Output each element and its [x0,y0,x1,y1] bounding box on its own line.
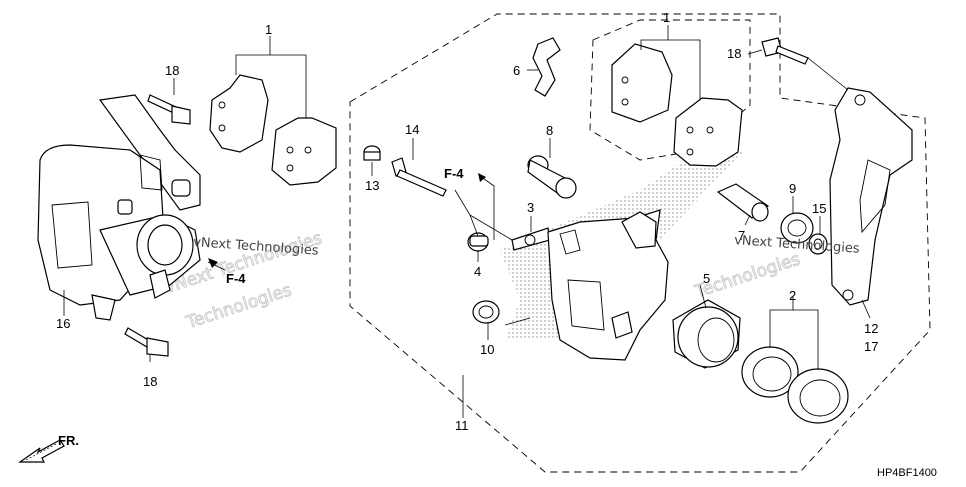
label-10: 10 [480,342,494,357]
label-2: 2 [789,288,796,303]
label-15: 15 [812,201,826,216]
bolt-18-lower [124,327,169,357]
label-8: 8 [546,123,553,138]
bracket-12-17 [829,87,913,306]
bolt-18-upper [147,94,191,125]
label-14: 14 [405,122,419,137]
boot-9 [780,212,814,244]
label-3: 3 [527,200,534,215]
label-7: 7 [738,228,745,243]
caliper-body-center [547,209,669,361]
label-18-lower-left: 18 [143,374,157,389]
bleeder-screw-14 [391,157,447,197]
piston-seals-2 [741,346,849,424]
label-5: 5 [703,271,710,286]
label-17: 17 [864,339,878,354]
pin-boot-8 [527,155,577,199]
f4-reference-arrow-left [208,258,218,268]
assembly-outline-11 [349,13,931,473]
label-12: 12 [864,321,878,336]
leader-lines [63,25,871,418]
label-18-upper-left: 18 [165,63,179,78]
label-4: 4 [474,264,481,279]
brake-pads-1-center [611,43,743,167]
washer-15 [808,233,828,255]
label-16: 16 [56,316,70,331]
pin-7 [716,183,770,222]
f4-reference-arrow-center [478,173,495,240]
label-1-left: 1 [265,22,272,37]
brake-pads-1-left [209,74,337,186]
label-6: 6 [513,63,520,78]
bolt-18-right [761,37,809,65]
label-1-center: 1 [663,10,670,25]
label-9: 9 [789,181,796,196]
label-f4-center: F-4 [444,166,464,181]
label-11: 11 [455,418,469,433]
pad-spring-6 [532,37,561,97]
caliper-assembly-16 [37,94,201,321]
diagram-code: HP4BF1400 [877,467,937,479]
watermark-text-left-2: Technologies [183,280,294,333]
front-direction-indicator: FR. [18,433,79,463]
seal-10 [472,300,500,324]
label-f4-left: F-4 [226,271,246,286]
callout-labels: 1 1 2 3 4 5 6 7 8 9 10 11 12 13 14 15 16… [56,10,878,433]
label-18-right: 18 [727,46,741,61]
bleeder-cap-13 [363,145,381,161]
front-label: FR. [58,433,79,448]
piston-5 [672,299,741,369]
label-13: 13 [365,178,379,193]
